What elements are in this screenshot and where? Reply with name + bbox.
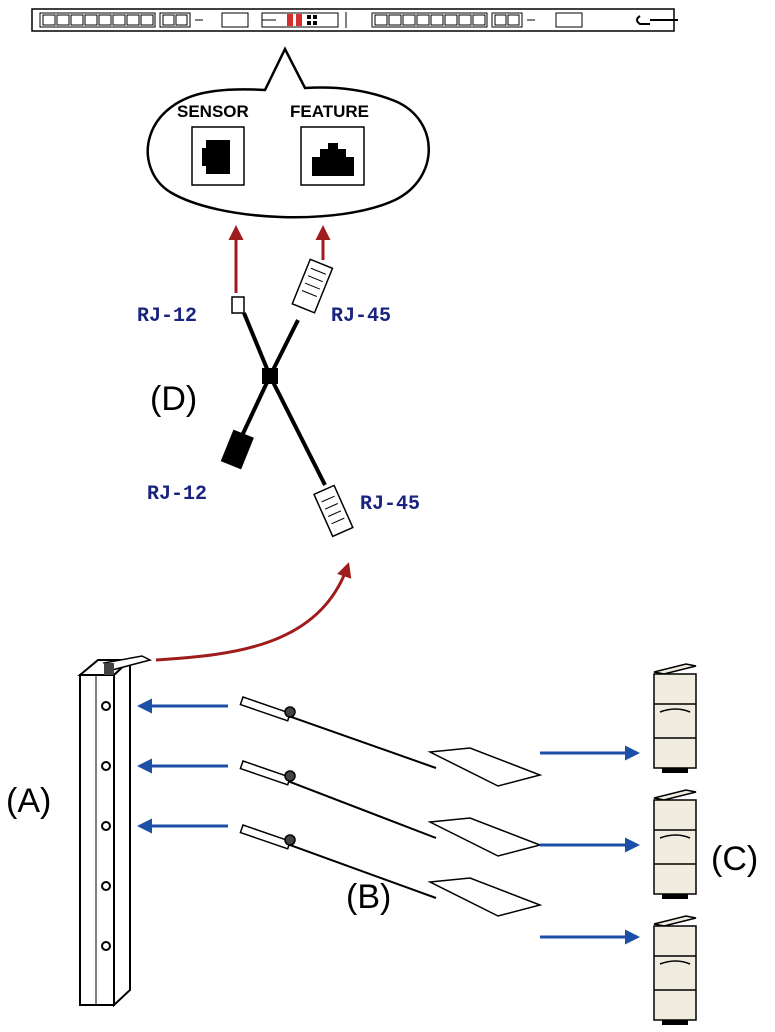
rj12-top-label: RJ-12 [137, 305, 197, 328]
sensors-part-label: (B) [346, 878, 391, 916]
rj45-bottom-label: RJ-45 [360, 493, 420, 516]
arrow-pdu-to-rj45 [155, 562, 352, 662]
servers-part-label: (C) [711, 840, 758, 878]
sensor-probe-icon [239, 824, 543, 917]
splitter-cable-icon [220, 258, 354, 538]
sensor-probe-icon [239, 696, 543, 787]
feature-jack-label: FEATURE [290, 102, 369, 121]
rj45-top-label: RJ-45 [331, 305, 391, 328]
rj45-jack-icon [300, 126, 365, 186]
server-tower-icon [653, 663, 697, 773]
callout-bubble [146, 46, 430, 219]
rj12-bottom-label: RJ-12 [147, 483, 207, 506]
cable-part-label: (D) [150, 380, 197, 418]
server-tower-icon [653, 789, 697, 899]
rj12-jack-icon [191, 126, 245, 186]
vertical-pdu-icon [77, 655, 153, 1008]
pdu-part-label: (A) [6, 782, 51, 820]
pdu-strip-icon [31, 8, 678, 32]
server-tower-icon [653, 915, 697, 1025]
sensor-jack-label: SENSOR [177, 102, 249, 121]
